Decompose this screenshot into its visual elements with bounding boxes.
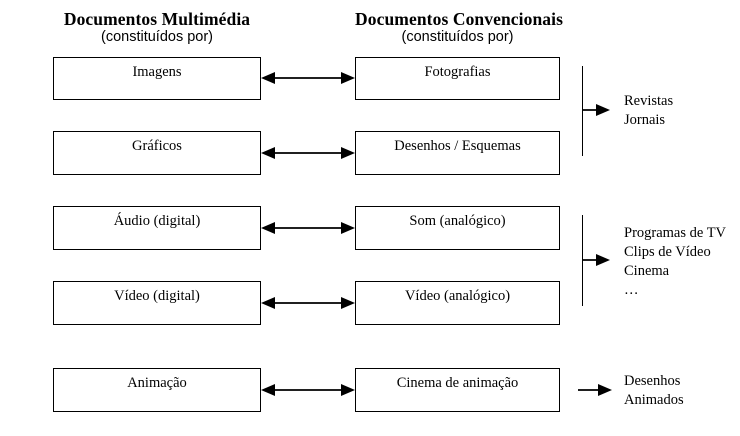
double-arrow-icon-row-3	[261, 219, 355, 237]
node-box-video-digital: Vídeo (digital)	[53, 281, 261, 325]
outcome-line: Cinema	[624, 263, 670, 280]
double-arrow-icon-row-1	[261, 69, 355, 87]
column-title-multimedia: Documentos Multimédia	[63, 9, 251, 29]
node-box-cinema-animacao: Cinema de animação	[355, 368, 560, 412]
node-box-graficos: Gráficos	[53, 131, 261, 175]
node-box-fotografias: Fotografias	[355, 57, 560, 100]
node-box-desenhos-esquemas: Desenhos / Esquemas	[355, 131, 560, 175]
column-heading-multimedia: Documentos Multimédia (constituídos por)	[53, 10, 261, 46]
outcome-line: Revistas	[624, 93, 674, 109]
arrow-icon-to-print-outcome	[582, 103, 610, 117]
bracket-line-print-group	[582, 66, 583, 156]
node-box-audio-digital: Áudio (digital)	[53, 206, 261, 250]
outcome-label-audiovisual: Programas de TV Clips de Vídeo Cinema …	[624, 224, 726, 301]
outcome-label-print: Revistas Jornais	[624, 92, 673, 130]
column-subtitle-multimedia: (constituídos por)	[100, 29, 214, 46]
node-box-som-analogico: Som (analógico)	[355, 206, 560, 250]
double-arrow-icon-row-4	[261, 294, 355, 312]
node-box-video-analogico: Vídeo (analógico)	[355, 281, 560, 325]
column-subtitle-conventional: (constituídos por)	[401, 29, 514, 46]
outcome-line: Clips de Vídeo	[624, 244, 711, 261]
column-title-conventional: Documentos Convencionais	[355, 9, 564, 29]
outcome-line-ellipsis: …	[624, 282, 640, 299]
outcome-line: Desenhos	[624, 373, 681, 389]
node-box-imagens: Imagens	[53, 57, 261, 100]
arrow-icon-to-animation-outcome	[578, 383, 612, 397]
double-arrow-icon-row-5	[261, 381, 355, 399]
node-box-animacao: Animação	[53, 368, 261, 412]
arrow-icon-to-audiovisual-outcome	[582, 253, 610, 267]
outcome-line: Animados	[624, 392, 684, 409]
outcome-line: Jornais	[624, 112, 666, 129]
outcome-line: Programas de TV	[624, 225, 727, 241]
double-arrow-icon-row-2	[261, 144, 355, 162]
column-heading-conventional: Documentos Convencionais (constituídos p…	[355, 9, 564, 46]
outcome-label-animation: Desenhos Animados	[624, 372, 684, 410]
